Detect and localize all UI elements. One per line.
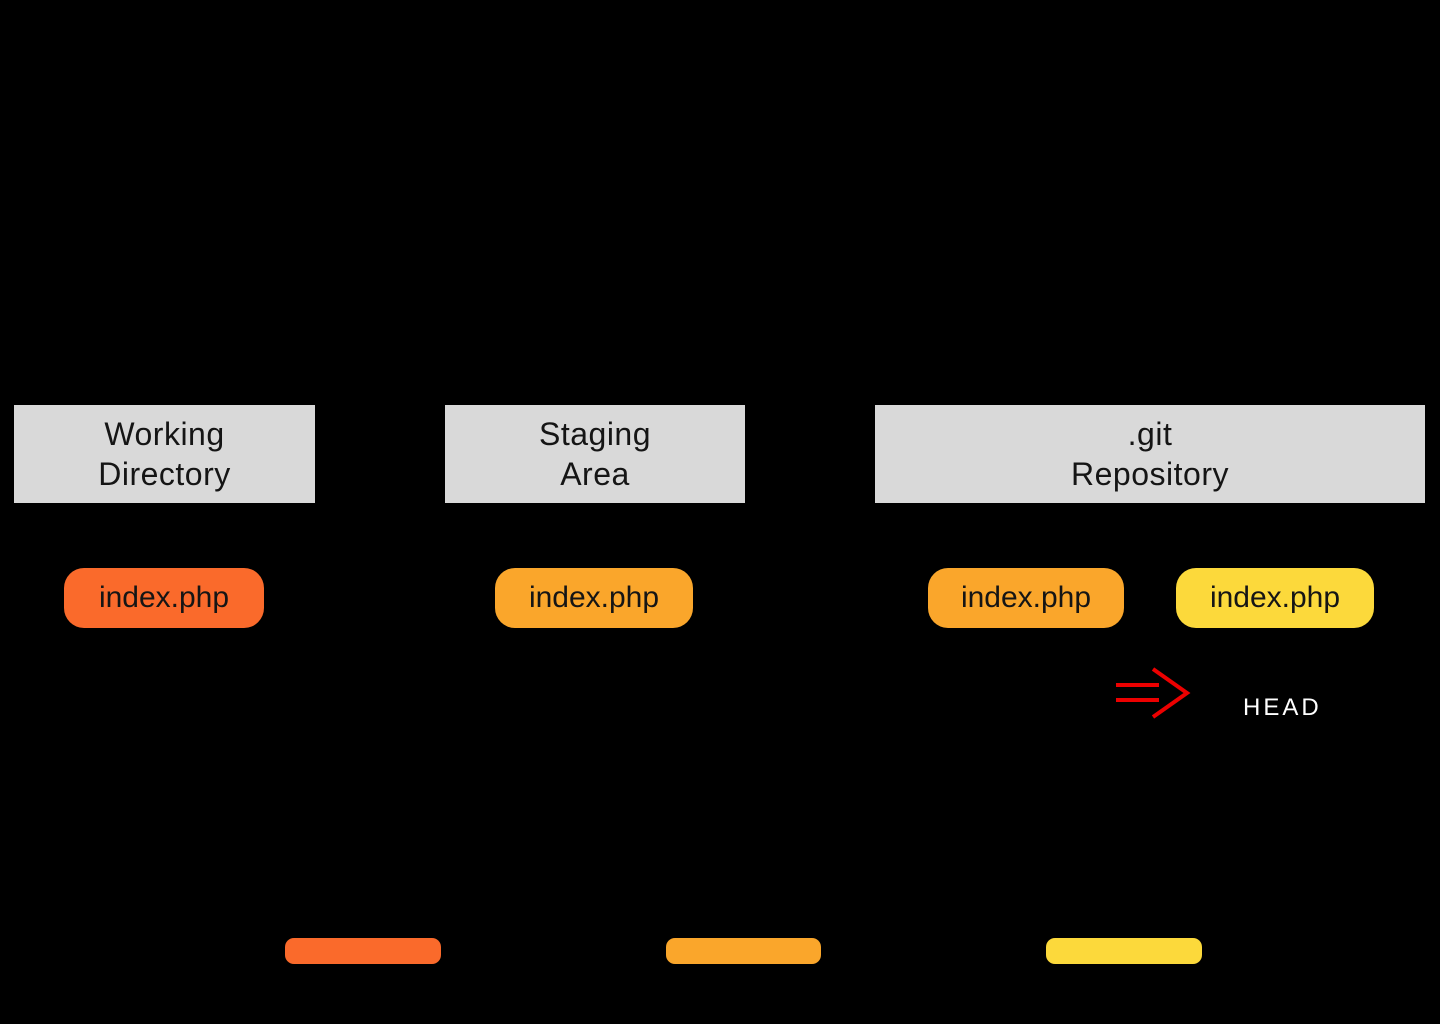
head-arrow-icon: [1116, 667, 1191, 719]
working-directory-header: Working Directory: [14, 405, 315, 503]
working-directory-title-line2: Directory: [98, 456, 231, 492]
legend-bar-amber: [666, 938, 821, 964]
git-repository-header: .git Repository: [875, 405, 1425, 503]
working-directory-title-line1: Working: [104, 416, 225, 452]
file-pill-repository-staged: index.php: [928, 568, 1124, 628]
git-repository-title-line1: .git: [1127, 416, 1173, 452]
legend-bar-yellow: [1046, 938, 1202, 964]
legend-bar-orange: [285, 938, 441, 964]
head-arrow-strokes: [1116, 667, 1191, 719]
staging-area-header: Staging Area: [445, 405, 745, 503]
git-repository-title-line2: Repository: [1071, 456, 1229, 492]
file-pill-staging-area: index.php: [495, 568, 693, 628]
staging-area-title-line1: Staging: [538, 416, 652, 452]
staging-area-title-line2: Area: [560, 456, 630, 492]
file-pill-repository-committed: index.php: [1176, 568, 1374, 628]
head-label: HEAD: [1243, 694, 1322, 721]
file-pill-working-directory: index.php: [64, 568, 264, 628]
